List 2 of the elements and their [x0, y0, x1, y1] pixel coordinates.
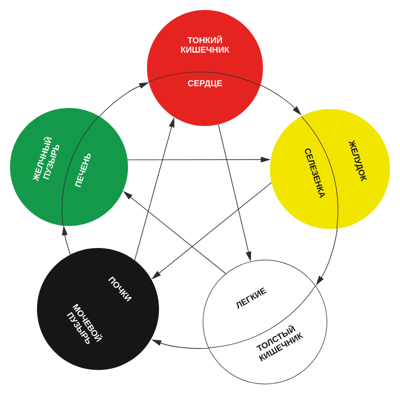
- organ-label: СЕРДЦЕ: [188, 80, 222, 88]
- organ-label: ТОНКИЙ КИШЕЧНИК: [181, 35, 230, 53]
